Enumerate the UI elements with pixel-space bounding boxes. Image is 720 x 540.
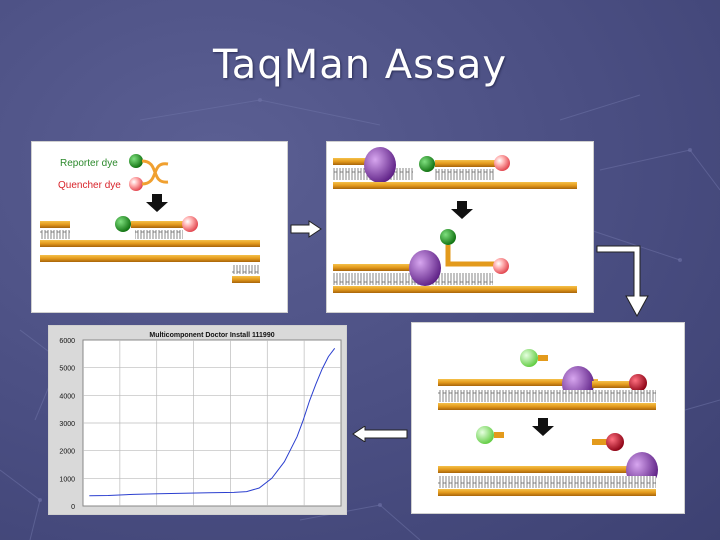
quencher-dye-icon <box>182 216 198 232</box>
polymerase-icon <box>409 250 441 286</box>
quencher-dye-icon <box>606 433 624 451</box>
panel-polymerization <box>326 141 594 313</box>
quencher-dye-icon <box>494 155 510 171</box>
down-arrow-icon <box>451 201 473 219</box>
y-tick-label: 0 <box>71 504 75 511</box>
panel-amplification-chart: Multicomponent Doctor Install 111990 600… <box>48 325 347 515</box>
panel-cleavage <box>411 322 685 514</box>
amplification-chart: Multicomponent Doctor Install 111990 600… <box>59 332 342 511</box>
slide-title: TaqMan Assay <box>212 42 508 88</box>
y-tick-label: 4000 <box>59 393 75 400</box>
arrow-right-icon <box>290 220 322 238</box>
y-tick-label: 3000 <box>59 421 75 428</box>
chart-title: Multicomponent Doctor Install 111990 <box>149 332 274 339</box>
y-tick-label: 5000 <box>59 366 75 373</box>
legend-quencher-label: Quencher dye <box>58 180 121 191</box>
polymerization-diagram <box>333 147 577 293</box>
down-arrow-icon <box>532 418 554 436</box>
legend-reporter-label: Reporter dye <box>60 158 118 169</box>
y-tick-label: 1000 <box>59 476 75 483</box>
dna-strand <box>40 240 260 247</box>
quencher-dye-icon <box>493 258 509 274</box>
arrow-left-icon <box>352 426 408 442</box>
panel-probe-binding: Reporter dye Quencher dye <box>31 141 288 313</box>
y-tick-label: 2000 <box>59 449 75 456</box>
cleavage-diagram <box>438 349 658 496</box>
chart-grid <box>83 340 341 506</box>
dna-strand <box>333 182 577 189</box>
y-tick-label: 6000 <box>59 338 75 345</box>
reporter-dye-icon <box>115 216 131 232</box>
quencher-dye-icon <box>129 177 143 191</box>
polymerase-icon <box>364 147 396 183</box>
down-arrow-icon <box>146 194 168 212</box>
arrow-down-icon <box>596 245 649 318</box>
reporter-dye-icon <box>440 229 456 245</box>
reporter-dye-icon <box>129 154 143 168</box>
dna-strand <box>333 286 577 293</box>
dna-strand <box>438 403 656 410</box>
dna-strand <box>40 255 260 262</box>
probe-binding-diagram: Reporter dye Quencher dye <box>40 154 260 283</box>
quencher-dye-icon <box>629 374 647 392</box>
amplification-curve <box>89 347 336 497</box>
reporter-dye-icon <box>476 426 494 444</box>
reporter-dye-icon <box>419 156 435 172</box>
y-axis-ticks: 6000 5000 4000 3000 2000 1000 0 <box>59 338 75 511</box>
dna-strand <box>438 489 656 496</box>
reporter-dye-icon <box>520 349 538 367</box>
